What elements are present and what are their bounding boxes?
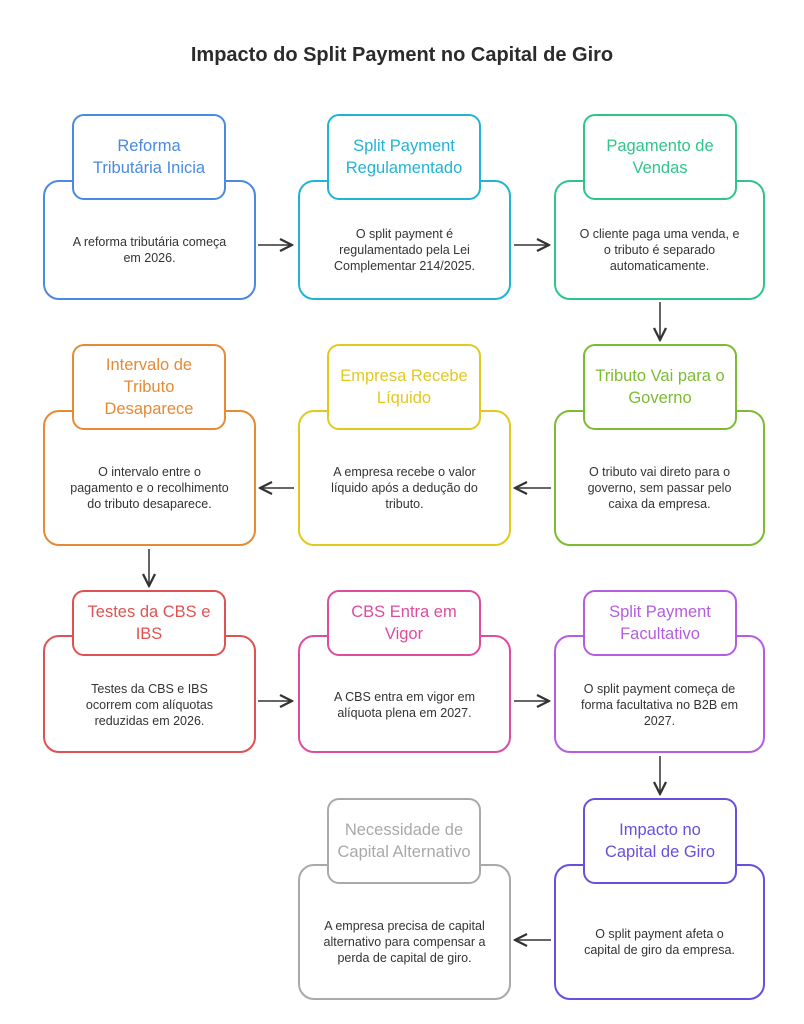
step-description: A empresa recebe o valor líquido após a …: [331, 465, 478, 511]
step-description: A empresa precisa de capital alternativo…: [323, 919, 486, 965]
step-heading: Testes da CBS e IBS: [72, 590, 226, 656]
step-heading: Impacto no Capital de Giro: [583, 798, 737, 884]
step-description: Testes da CBS e IBS ocorrem com alíquota…: [85, 681, 214, 728]
step-card: O split payment afeta o capital de giro …: [554, 864, 765, 1000]
step-heading: Intervalo de Tributo Desaparece: [72, 344, 226, 430]
step-heading: Split Payment Facultativo: [583, 590, 737, 656]
step-card: A empresa precisa de capital alternativo…: [298, 864, 511, 1000]
step-card: A empresa recebe o valor líquido após a …: [298, 410, 511, 546]
step-description: O tributo vai direto para o governo, sem…: [587, 465, 732, 511]
step-card: O tributo vai direto para o governo, sem…: [554, 410, 765, 546]
step-description: O cliente paga uma venda, e o tributo é …: [579, 227, 740, 273]
step-heading: Necessidade de Capital Alternativo: [327, 798, 481, 884]
step-heading: Pagamento de Vendas: [583, 114, 737, 200]
step-card: O intervalo entre o pagamento e o recolh…: [43, 410, 256, 546]
step-card: A reforma tributária começa em 2026.: [43, 180, 256, 300]
step-heading: Split Payment Regulamentado: [327, 114, 481, 200]
step-heading: Tributo Vai para o Governo: [583, 344, 737, 430]
step-heading: CBS Entra em Vigor: [327, 590, 481, 656]
step-heading: Reforma Tributária Inicia: [72, 114, 226, 200]
step-description: O split payment afeta o capital de giro …: [584, 927, 735, 957]
step-description: A CBS entra em vigor em alíquota plena e…: [333, 689, 476, 720]
step-description: O intervalo entre o pagamento e o recolh…: [70, 465, 229, 511]
step-heading: Empresa Recebe Líquido: [327, 344, 481, 430]
step-description: A reforma tributária começa em 2026.: [72, 235, 227, 265]
step-description: O split payment é regulamentado pela Lei…: [333, 227, 476, 273]
step-description: O split payment começa de forma facultat…: [580, 681, 739, 728]
page-title: Impacto do Split Payment no Capital de G…: [190, 44, 614, 66]
